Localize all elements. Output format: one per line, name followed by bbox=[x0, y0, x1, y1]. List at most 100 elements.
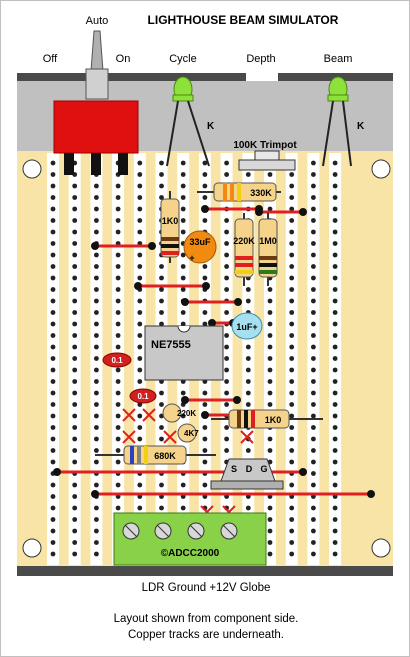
track-cut bbox=[163, 430, 177, 444]
strip-hole bbox=[159, 505, 164, 511]
strip-hole bbox=[289, 218, 295, 223]
solder-joint bbox=[234, 298, 242, 306]
capacitor-33uf bbox=[183, 230, 217, 264]
strip-hole bbox=[245, 367, 251, 373]
strip-hole bbox=[94, 321, 99, 327]
solder-joint bbox=[255, 205, 263, 213]
fet-d-label: D bbox=[246, 464, 253, 474]
strip-hole bbox=[72, 494, 78, 499]
diagram-title: LIGHTHOUSE BEAM SIMULATOR bbox=[148, 13, 339, 27]
strip-hole bbox=[115, 206, 121, 212]
strip-hole bbox=[289, 206, 295, 212]
strip-hole bbox=[72, 252, 78, 258]
terminal-block bbox=[113, 512, 267, 566]
strip-hole bbox=[245, 356, 251, 361]
strip-hole bbox=[159, 298, 164, 304]
strip-hole bbox=[50, 252, 56, 258]
switch-off-label: Off bbox=[43, 53, 58, 65]
strip-hole bbox=[94, 413, 99, 419]
strip-hole bbox=[159, 172, 164, 177]
strip-hole bbox=[311, 528, 316, 534]
mounting-hole bbox=[371, 538, 391, 558]
strip-hole bbox=[311, 471, 316, 476]
track-cut bbox=[142, 408, 156, 422]
resistor-1k0-right bbox=[211, 409, 323, 429]
strip-hole bbox=[72, 505, 78, 511]
capacitor-0u1-b bbox=[129, 388, 157, 404]
strip-hole bbox=[224, 356, 230, 361]
strip-hole bbox=[332, 172, 338, 177]
cycle-led-k: K bbox=[207, 121, 215, 132]
strip-hole bbox=[202, 436, 208, 442]
strip-hole bbox=[202, 390, 208, 396]
strip-hole bbox=[115, 229, 121, 235]
strip-hole bbox=[137, 367, 143, 373]
fet-s-label: S bbox=[231, 464, 237, 474]
strip-hole bbox=[94, 344, 99, 350]
solder-joint bbox=[208, 319, 216, 327]
strip-hole bbox=[245, 344, 251, 350]
strip-hole bbox=[50, 413, 56, 419]
strip-hole bbox=[245, 448, 251, 453]
strip-hole bbox=[72, 540, 78, 545]
strip-hole bbox=[94, 252, 99, 258]
strip-hole bbox=[224, 275, 230, 281]
strip-hole bbox=[50, 540, 56, 545]
strip-hole bbox=[267, 379, 273, 384]
strip-hole bbox=[311, 229, 316, 235]
strip-hole bbox=[289, 402, 295, 407]
strip-hole bbox=[224, 252, 230, 258]
strip-hole bbox=[50, 183, 56, 189]
strip-hole bbox=[245, 172, 251, 177]
strip-hole bbox=[94, 482, 99, 488]
strip-hole bbox=[311, 241, 316, 246]
strip-hole bbox=[115, 482, 121, 488]
strip-hole bbox=[94, 229, 99, 235]
strip-hole bbox=[50, 402, 56, 407]
strip-hole bbox=[72, 321, 78, 327]
strip-hole bbox=[94, 459, 99, 465]
strip-hole bbox=[245, 402, 251, 407]
strip-hole bbox=[159, 402, 164, 407]
strip-hole bbox=[332, 264, 338, 269]
strip-hole bbox=[94, 390, 99, 396]
track-cut bbox=[122, 430, 136, 444]
strip-hole bbox=[159, 183, 164, 189]
strip-hole bbox=[50, 459, 56, 465]
strip-hole bbox=[159, 310, 164, 315]
strip-hole bbox=[50, 356, 56, 361]
strip-hole bbox=[311, 264, 316, 269]
strip-hole bbox=[115, 218, 121, 223]
strip-hole bbox=[289, 287, 295, 292]
strip-hole bbox=[115, 252, 121, 258]
strip-hole bbox=[332, 229, 338, 235]
strip-hole bbox=[72, 367, 78, 373]
strip-hole bbox=[137, 436, 143, 442]
strip-hole bbox=[311, 540, 316, 545]
strip-hole bbox=[311, 218, 316, 223]
strip-hole bbox=[180, 310, 186, 315]
strip-hole bbox=[72, 356, 78, 361]
strip-hole bbox=[224, 390, 230, 396]
strip-hole bbox=[224, 264, 230, 269]
strip-hole bbox=[332, 390, 338, 396]
strip-hole bbox=[332, 448, 338, 453]
footer-line-2: Copper tracks are underneath. bbox=[128, 629, 284, 641]
strip-hole bbox=[311, 482, 316, 488]
strip-hole bbox=[94, 195, 99, 200]
beam-led bbox=[322, 76, 352, 167]
strip-hole bbox=[311, 379, 316, 384]
strip-hole bbox=[289, 528, 295, 534]
strip-hole bbox=[332, 425, 338, 430]
strip-hole bbox=[180, 413, 186, 419]
solder-joint bbox=[201, 205, 209, 213]
strip-hole bbox=[332, 183, 338, 189]
strip-hole bbox=[289, 540, 295, 545]
strip-hole bbox=[72, 298, 78, 304]
top-rail bbox=[17, 73, 393, 81]
strip-hole bbox=[94, 448, 99, 453]
strip-hole bbox=[50, 218, 56, 223]
strip-hole bbox=[332, 402, 338, 407]
strip-hole bbox=[50, 436, 56, 442]
